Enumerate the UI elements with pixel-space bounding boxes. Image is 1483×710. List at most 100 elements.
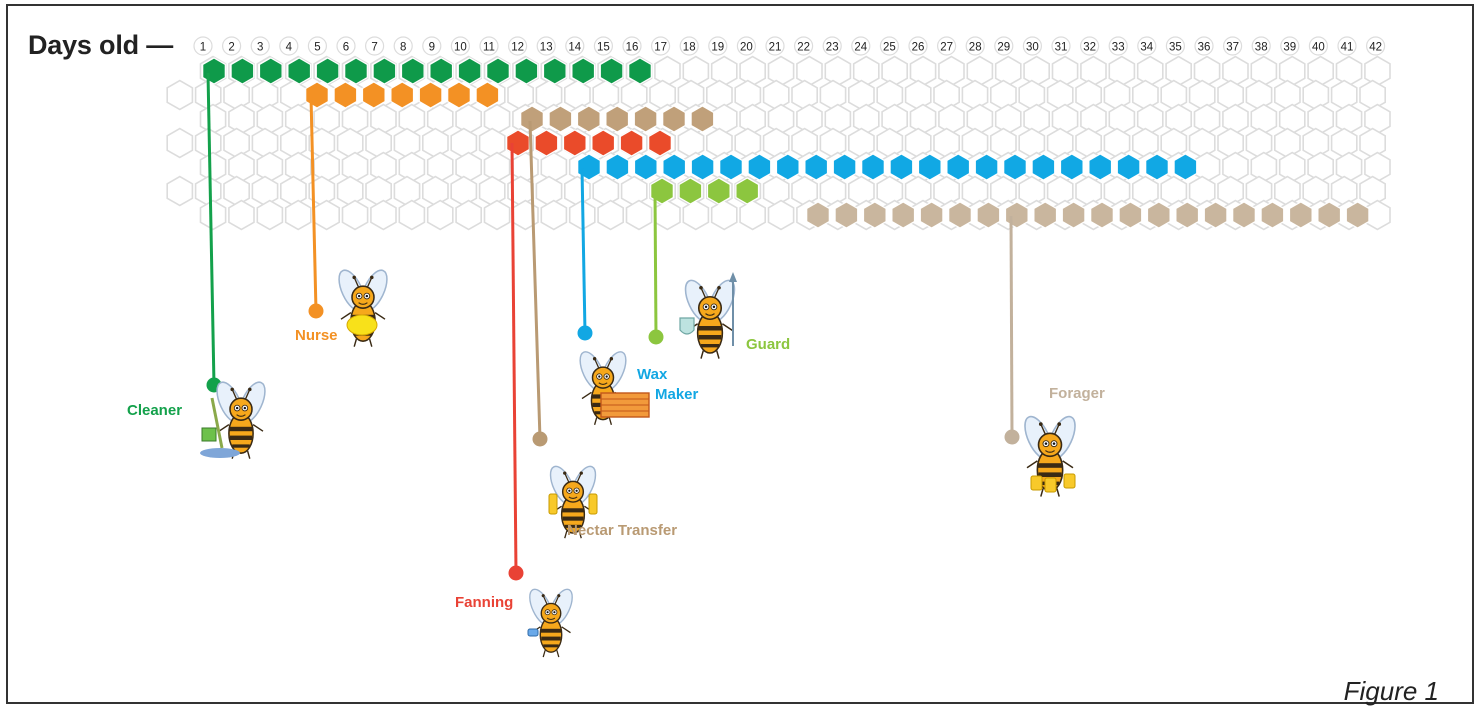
comb-cell [1046,175,1074,207]
nectar-transfer-day-cell [633,105,658,133]
forager-day-cell [1004,201,1029,229]
day-cell [1337,36,1357,56]
comb-cell [824,55,852,87]
wax-maker-day-cell [861,153,885,181]
forager-day-cell [1203,201,1228,229]
comb-cell [194,175,222,207]
comb-cell [1018,175,1046,207]
day-number: 32 [1083,42,1096,54]
comb-cell [398,151,426,183]
day-cell [650,36,671,56]
day-number: 10 [454,42,467,54]
water-puddle-icon [200,448,240,458]
cleaner-day-cell [287,57,312,85]
wax-label: Wax [637,366,668,383]
day-cell [679,36,699,56]
comb-cell [1193,151,1221,183]
comb-cell [961,127,989,159]
comb-cell [478,175,506,207]
day-number: 5 [314,42,320,54]
comb-cell [592,175,620,207]
forager-day-cell [862,201,887,229]
nurse-day-cell [361,81,386,109]
comb-cell [909,55,937,87]
forager-day-cell [1146,201,1171,229]
guard-day-cell [706,177,731,205]
nurse-day-cell [305,81,329,109]
comb-cell [847,127,875,159]
maker-label: Maker [655,386,699,403]
wax-maker-day-cell [1088,153,1113,181]
fan-bee-icon [524,585,578,658]
comb-cell [1250,103,1278,135]
day-number: 11 [483,42,495,54]
forager-day-cell [1288,201,1313,229]
comb-cell [1160,127,1188,159]
day-cell [1308,36,1329,56]
comb-cell [512,151,539,183]
day-cell [793,36,814,56]
forager-day-cell [919,201,944,229]
wax-maker-day-cell [605,153,630,181]
comb-cell [1250,55,1278,87]
comb-cell [876,175,904,207]
day-cell [1222,36,1243,56]
day-cell [851,36,871,56]
day-number: 9 [429,42,435,54]
comb-cell [791,175,819,207]
day-number: 36 [1198,42,1211,54]
comb-cell [1046,79,1074,111]
day-cell [422,36,442,56]
guard-day-cell [735,177,760,205]
comb-cell [199,151,227,183]
day-cell [250,36,270,56]
comb-cell [796,103,823,135]
cleaner-day-cell [571,57,596,85]
comb-cell [710,103,738,135]
comb-cell [1018,79,1046,111]
comb-cell [1217,79,1244,111]
comb-cell [223,127,250,159]
comb-cell [1217,175,1244,207]
comb-cell [1330,79,1358,111]
day-cell [708,36,728,56]
comb-cell [654,199,681,231]
wax-maker-day-cell [1145,153,1169,181]
nurse-day-cell [447,81,471,109]
comb-cell [1359,175,1386,207]
comb-cell [904,127,932,159]
nectar-transfer-label: Nectar Transfer [567,522,678,539]
comb-cell [847,79,875,111]
comb-cell [1330,175,1358,207]
forager-day-cell [1260,201,1285,229]
guard-day-cell [678,177,703,205]
cleaner-day-cell [230,57,255,85]
fanning-day-cell [619,129,644,157]
day-number: 28 [969,42,982,54]
comb-cell [1018,127,1046,159]
comb-cell [455,103,483,135]
comb-cell [256,103,284,135]
forager-day-cell [1061,201,1086,229]
day-number: 18 [683,42,696,54]
comb-cell [1222,55,1249,87]
comb-cell [1302,175,1330,207]
fanning-day-cell [534,129,559,157]
fanning-day-cell [562,129,587,157]
comb-cell [1188,175,1216,207]
comb-cell [705,127,733,159]
comb-cell [1193,55,1221,87]
day-number: 2 [228,42,234,54]
comb-cell [166,127,194,159]
wax-maker-day-cell [719,153,743,181]
comb-cell [1103,175,1131,207]
comb-cell [682,199,710,231]
day-number: 24 [854,42,867,54]
day-cell [622,36,642,56]
cleaner-day-cell [258,57,283,85]
comb-cell [881,103,909,135]
nurse-leader-line [309,95,318,312]
comb-cell [1307,103,1334,135]
nurse-apron-icon [346,314,378,336]
